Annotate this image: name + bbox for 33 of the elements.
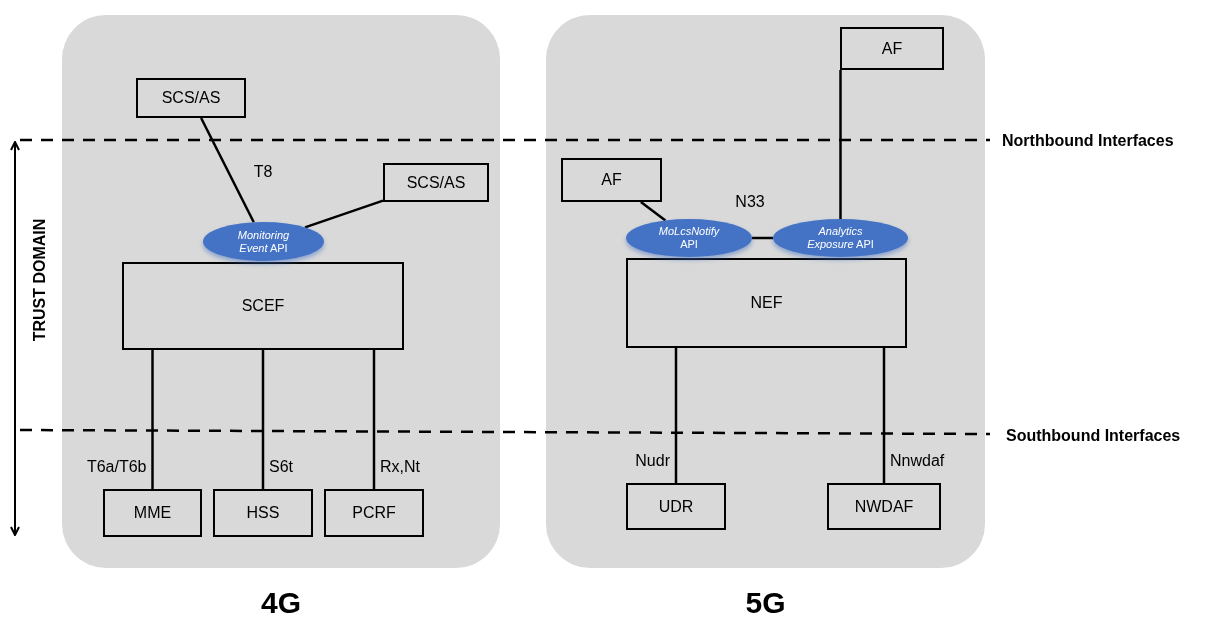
connector-line bbox=[752, 236, 773, 240]
network-function-box: PCRF bbox=[324, 489, 424, 537]
connector-line bbox=[640, 201, 667, 222]
network-function-box: SCS/AS bbox=[136, 78, 246, 118]
connector-line bbox=[882, 348, 886, 483]
connector-line bbox=[151, 350, 154, 489]
connector-line bbox=[261, 350, 265, 489]
connector-line bbox=[304, 199, 384, 229]
connector-line bbox=[674, 348, 678, 483]
network-function-box: UDR bbox=[626, 483, 726, 530]
interface-label: N33 bbox=[735, 192, 765, 212]
network-function-box: HSS bbox=[213, 489, 313, 537]
connector-line bbox=[200, 117, 255, 223]
edge-label: Nudr bbox=[635, 451, 670, 471]
connector-line bbox=[372, 350, 376, 489]
network-function-box: AF bbox=[561, 158, 662, 202]
panel-heading: 5G bbox=[745, 585, 786, 621]
network-function-box: NEF bbox=[626, 258, 907, 348]
edge-label: Nnwdaf bbox=[890, 451, 945, 471]
interface-label: T8 bbox=[253, 162, 273, 182]
panel-heading: 4G bbox=[261, 585, 301, 621]
edge-label: T6a/T6b bbox=[86, 457, 147, 477]
network-function-box: AF bbox=[840, 27, 944, 70]
network-function-box: SCS/AS bbox=[383, 163, 489, 202]
network-function-box: NWDAF bbox=[827, 483, 941, 530]
edge-label: S6t bbox=[269, 457, 293, 477]
trust-domain-label: TRUST DOMAIN bbox=[30, 218, 49, 342]
network-function-box: MME bbox=[103, 489, 202, 537]
connector-line bbox=[839, 70, 842, 219]
network-function-box: SCEF bbox=[122, 262, 404, 350]
edge-label: Rx,Nt bbox=[380, 457, 420, 477]
interface-label: Northbound Interfaces bbox=[1002, 131, 1174, 151]
interface-label: Southbound Interfaces bbox=[1006, 426, 1181, 446]
